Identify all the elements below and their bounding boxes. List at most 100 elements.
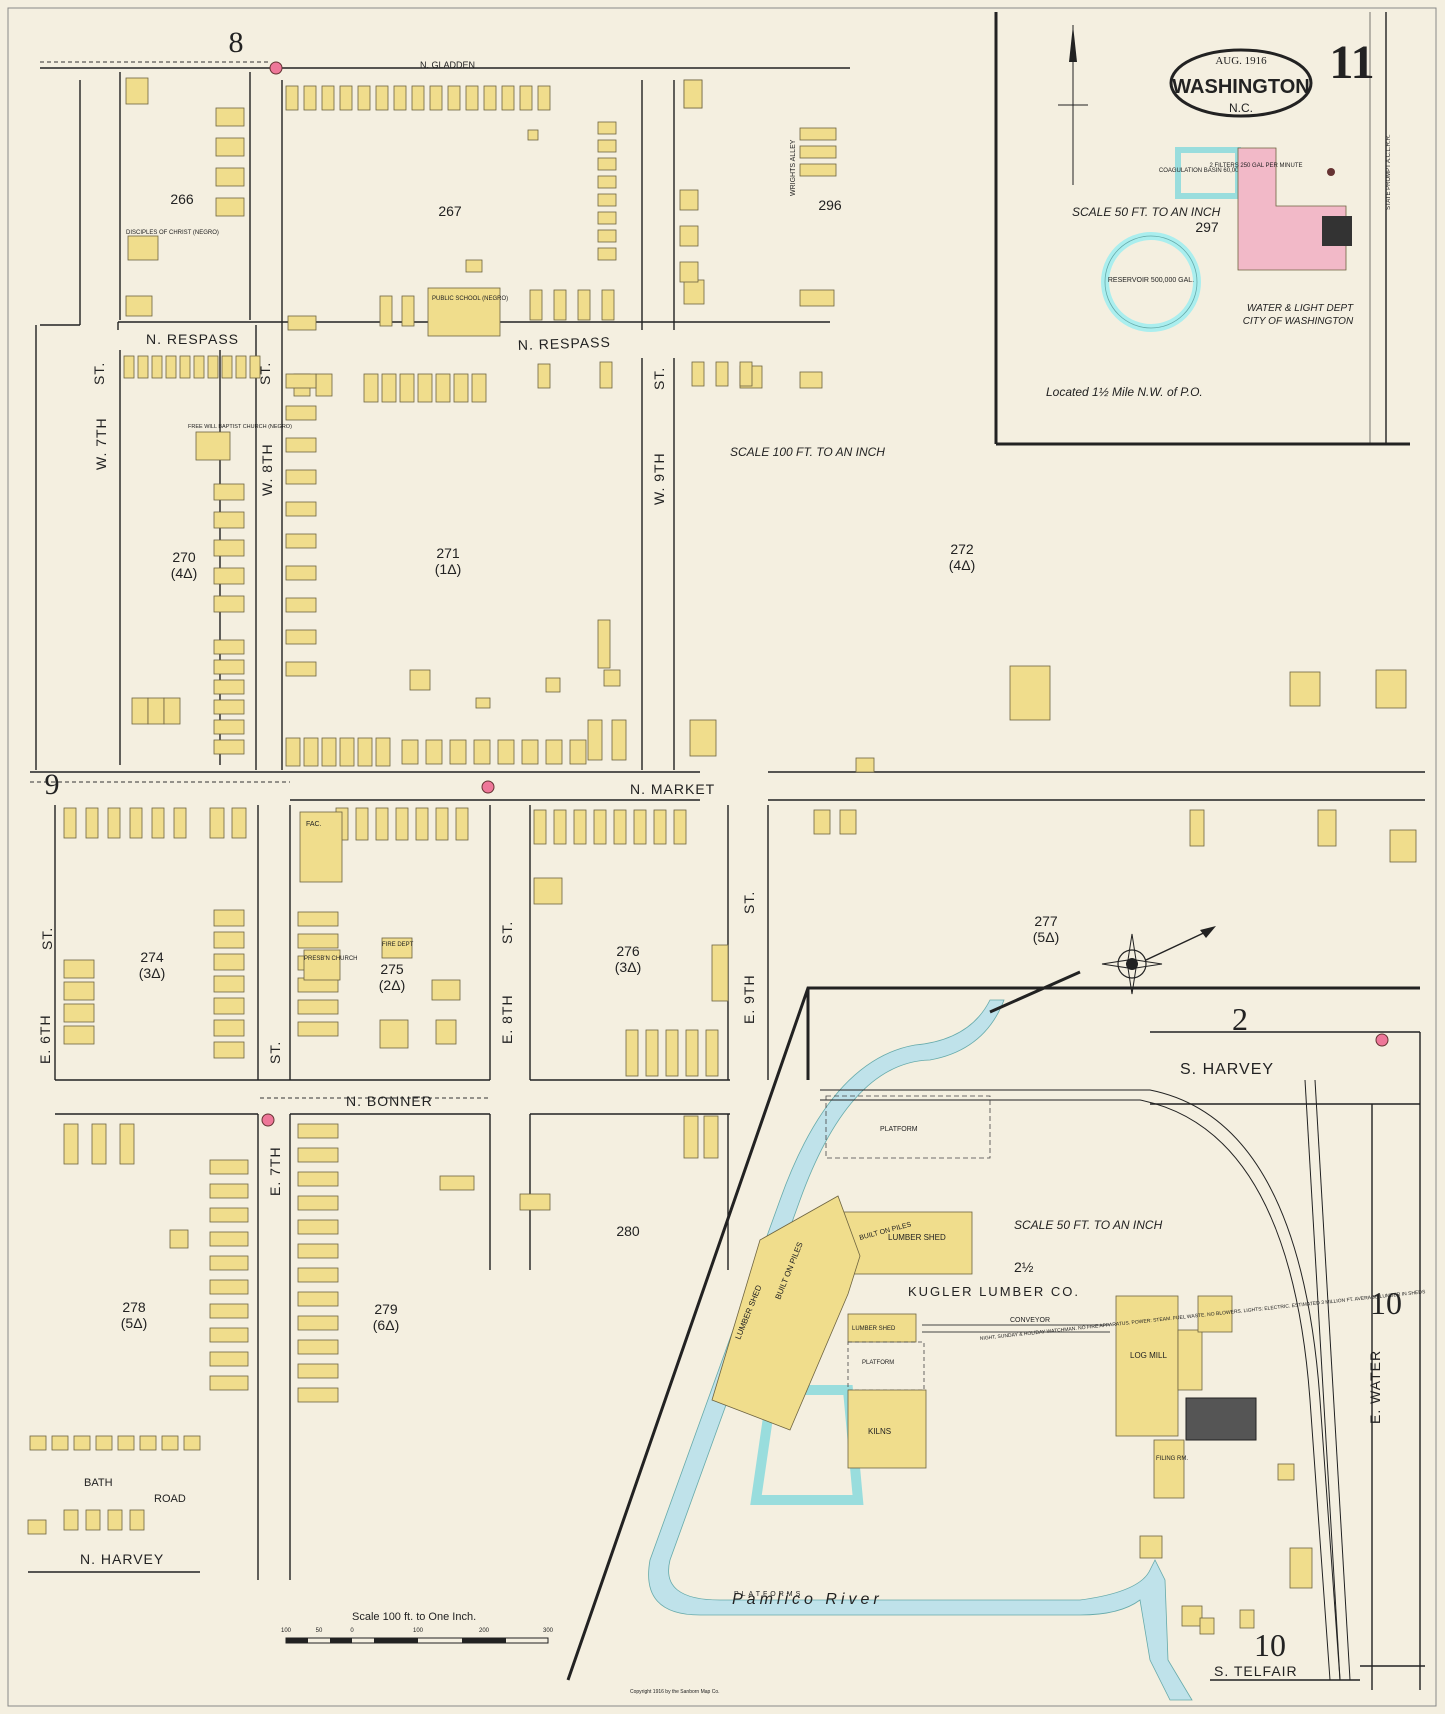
dwelling [297, 999, 339, 1015]
street-e-9th: E. 9TH [741, 974, 757, 1024]
block-272-sub: (4Δ) [949, 557, 975, 573]
dwelling [679, 189, 699, 211]
coagulation-label: COAGULATION BASIN 60,000 GAL. [1159, 168, 1258, 174]
street-w-9th-st: ST. [651, 367, 667, 390]
scale-tick: 100 [281, 1628, 292, 1634]
block-280: 280 [616, 1223, 640, 1239]
dwelling [297, 1387, 339, 1403]
dwelling [375, 737, 391, 767]
dwelling [131, 697, 149, 725]
sheet-state: N.C. [1229, 101, 1253, 115]
dwelling [235, 355, 247, 379]
block-271-sub: (1Δ) [435, 561, 461, 577]
boiler-stack [1322, 216, 1352, 246]
block-271: 271 [436, 545, 460, 561]
street-w-7th: W. 7TH [93, 417, 109, 470]
dwelling [711, 944, 729, 1002]
dwelling [573, 809, 587, 845]
fire-dept [381, 937, 413, 959]
dwelling [597, 139, 617, 153]
street-e-9th-st: ST. [741, 891, 757, 914]
filing-room [1153, 1439, 1185, 1499]
outbuilding-b [1239, 1609, 1255, 1629]
dwelling [597, 211, 617, 225]
presb-church-label: PRESB'N CHURCH [304, 956, 357, 962]
street-road: ROAD [154, 1493, 186, 1505]
dwelling [379, 295, 393, 327]
dwelling [63, 1509, 79, 1531]
dwelling [95, 1435, 113, 1451]
block-267: 267 [438, 203, 462, 219]
dwelling [297, 911, 339, 927]
dwelling [363, 373, 379, 403]
dwelling [375, 807, 389, 841]
dwelling [475, 697, 491, 709]
dwellings [27, 77, 1417, 1535]
dwelling [179, 355, 191, 379]
dwelling [213, 511, 245, 529]
kilns-label: KILNS [868, 1427, 891, 1436]
dwelling [529, 289, 543, 321]
dwelling [209, 1255, 249, 1271]
dwelling [587, 719, 603, 761]
dwelling [839, 809, 857, 835]
street-w-8th-st: ST. [257, 362, 273, 385]
dwelling [455, 807, 469, 841]
sheet-city: WASHINGTON [1172, 76, 1309, 98]
dwelling [355, 807, 369, 841]
dwelling [151, 355, 163, 379]
dwelling [107, 807, 121, 839]
street-e-6th: E. 6TH [37, 1014, 53, 1064]
dwelling [395, 807, 409, 841]
dwelling [209, 1375, 249, 1391]
inset-location-note: Located 1½ Mile N.W. of P.O. [1046, 385, 1203, 399]
dwelling [163, 697, 181, 725]
copyright-note: Copyright 1916 by the Sanborn Map Co. [630, 1689, 720, 1695]
adjoining-sheets: 8 9 2 10 10 [45, 26, 1403, 1663]
factory [299, 811, 343, 883]
disciples-church-label: DISCIPLES OF CHRIST (NEGRO) [126, 230, 219, 236]
street-e-8th: E. 8TH [499, 994, 515, 1044]
dwelling [63, 959, 95, 979]
dwelling [213, 931, 245, 949]
street-w-7th-st: ST. [91, 362, 107, 385]
inset-water-light-dept: AUG. 1916 WASHINGTON N.C. 11 RESERVOIR 5… [994, 12, 1410, 446]
dwelling [213, 997, 245, 1015]
dwelling [449, 739, 467, 765]
dwelling [379, 1019, 409, 1049]
kugler-lumber-complex: PLATFORM LUMBER SHED LUMBER SHED BUILT O… [711, 1095, 1426, 1635]
scale-tick: 0 [350, 1628, 354, 1634]
presbyterian-church [303, 949, 341, 981]
street-w-8th: W. 8TH [259, 443, 275, 496]
pump-house [1139, 1535, 1163, 1559]
dwelling [599, 361, 613, 389]
dwelling [1389, 829, 1417, 863]
free-will-baptist-church [195, 431, 231, 461]
dwelling [577, 289, 591, 321]
dwelling [679, 225, 699, 247]
dwelling [1277, 1463, 1295, 1481]
dwelling [63, 1123, 79, 1165]
dwelling [213, 1041, 245, 1059]
block-278-sub: (5Δ) [121, 1315, 147, 1331]
free-will-baptist-label: FREE WILL BAPTIST CHURCH (NEGRO) [188, 424, 292, 430]
adjoining-sheet-2: 2 [1232, 1001, 1248, 1037]
scale-tick: 50 [316, 1628, 323, 1634]
dwelling [415, 807, 429, 841]
dwelling [339, 85, 353, 111]
dwelling [297, 1123, 339, 1139]
river-label: Pamlico River [732, 1591, 883, 1608]
dwelling [1317, 809, 1337, 847]
dwelling [545, 677, 561, 693]
dwelling [213, 679, 245, 695]
dwelling [483, 85, 497, 111]
dwelling [297, 1171, 339, 1187]
dwelling [471, 373, 487, 403]
dwelling [297, 1339, 339, 1355]
dwelling [27, 1519, 47, 1535]
dwelling [123, 355, 135, 379]
street-n-harvey: N. HARVEY [80, 1551, 164, 1567]
street-grid [28, 61, 1425, 1690]
dwelling [285, 597, 317, 613]
